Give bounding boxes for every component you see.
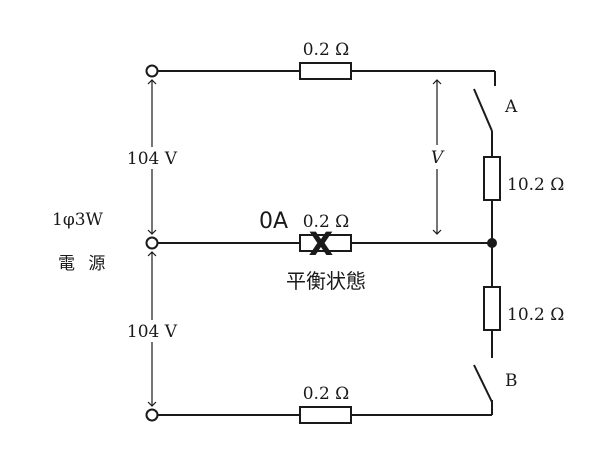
balanced-state-label: 平衡状態	[286, 269, 366, 293]
bottom-terminal	[145, 408, 159, 422]
source-type-label: 1φ3W	[52, 210, 104, 230]
neutral-line-resistor	[299, 234, 352, 252]
measured-voltage-label: V	[431, 148, 445, 168]
top-terminal	[145, 64, 159, 78]
switch-a-label: A	[504, 97, 518, 117]
bottom-resistor-label: 0.2 Ω	[303, 384, 350, 404]
load-lower-label: 10.2 Ω	[507, 305, 564, 325]
source-name-label: 電 源	[58, 254, 109, 274]
upper-voltage-label: 104 V	[127, 149, 178, 169]
load-lower-resistor	[483, 286, 501, 331]
neutral-current-label: 0A	[259, 209, 288, 234]
open-mark-x: X	[309, 225, 334, 263]
middle-terminal	[145, 236, 159, 250]
switch-b-label: B	[505, 371, 518, 391]
lower-voltage-label: 104 V	[127, 322, 178, 342]
load-upper-resistor	[483, 156, 501, 201]
switch-a-blade	[473, 88, 493, 132]
top-line-resistor	[299, 62, 352, 80]
bottom-line	[158, 400, 493, 416]
switch-b-blade	[473, 364, 493, 403]
neutral-junction-dot	[487, 238, 497, 248]
top-resistor-label: 0.2 Ω	[303, 40, 350, 60]
middle-resistor-label: 0.2 Ω	[303, 212, 350, 232]
bottom-line-resistor	[299, 406, 352, 424]
load-upper-label: 10.2 Ω	[507, 175, 564, 195]
top-line	[158, 70, 496, 86]
